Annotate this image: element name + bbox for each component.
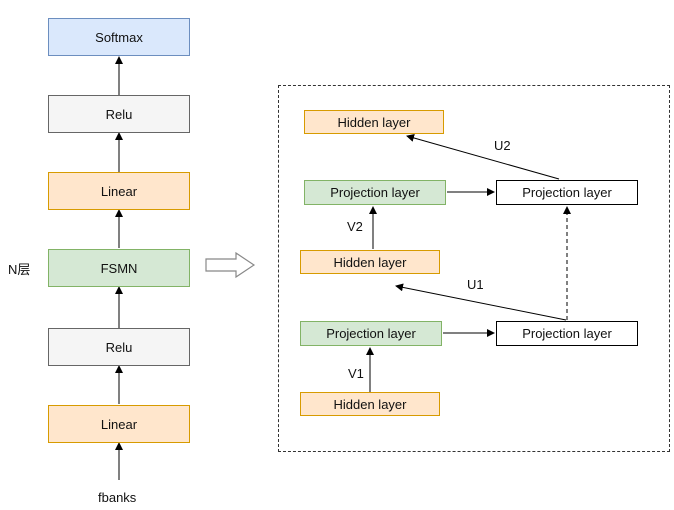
edge-label-v1: V1 [348,366,364,381]
hidden-layer-top: Hidden layer [304,110,444,134]
relu-top-box: Relu [48,95,190,133]
expand-arrow [205,251,256,279]
projection-layer-mid-left: Projection layer [304,180,446,205]
hidden-layer-bottom: Hidden layer [300,392,440,416]
fsmn-detail-frame [278,85,670,452]
arrow-u1 [395,283,567,321]
projection-layer-mid-right: Projection layer [496,180,638,205]
arrow-u2 [406,134,560,180]
repeat-label: N层 [8,262,31,277]
projection-layer-bottom-right: Projection layer [496,321,638,346]
linear-bottom-box: Linear [48,405,190,443]
relu-bottom-box: Relu [48,328,190,366]
projection-layer-bottom-left: Projection layer [300,321,442,346]
edge-label-u2: U2 [494,138,511,153]
softmax-box: Softmax [48,18,190,56]
input-label-fbanks: fbanks [98,490,137,505]
hidden-layer-mid: Hidden layer [300,250,440,274]
fsmn-box: FSMN [48,249,190,287]
edge-label-u1: U1 [467,277,484,292]
linear-top-box: Linear [48,172,190,210]
edge-label-v2: V2 [347,219,363,234]
